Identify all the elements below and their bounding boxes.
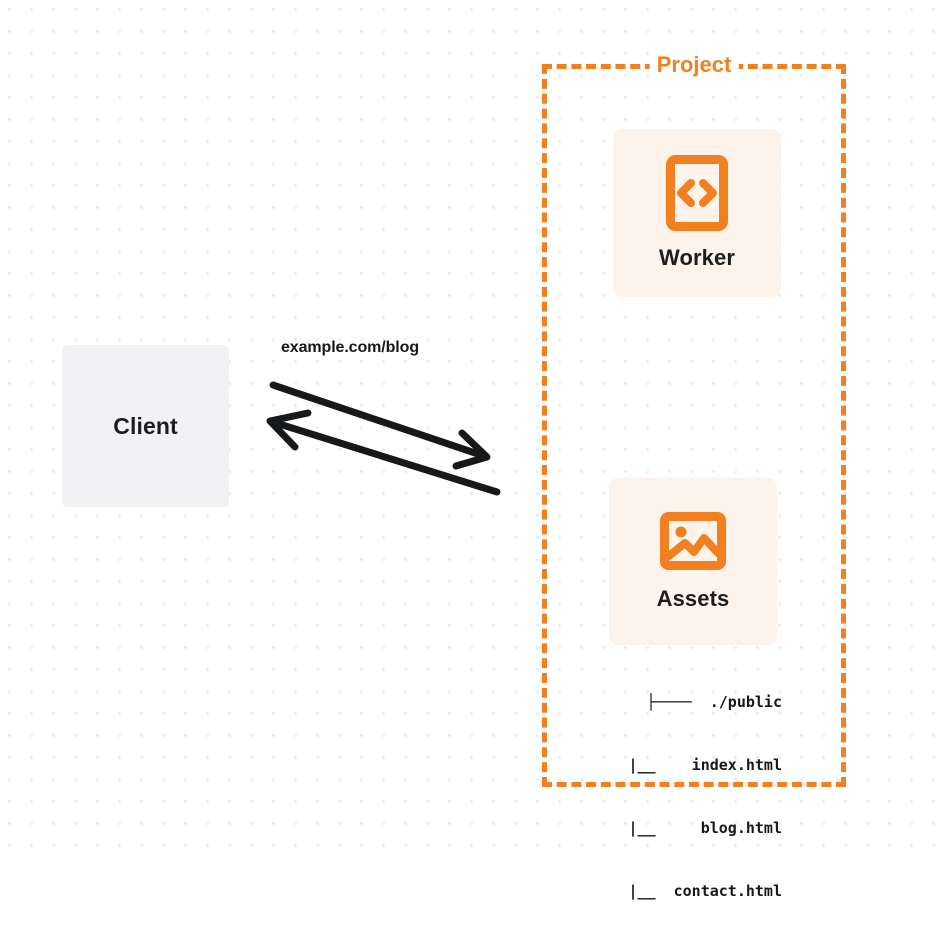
- assets-file-tree: ├──── ./public |__ index.html |__ blog.h…: [556, 650, 782, 944]
- project-boundary: Project: [542, 52, 846, 787]
- file-tree-row: |__ index.html: [601, 756, 782, 774]
- assets-card[interactable]: Assets: [609, 478, 777, 645]
- image-icon: [660, 511, 726, 570]
- client-node-label: Client: [113, 412, 178, 439]
- assets-card-label: Assets: [656, 585, 730, 611]
- response-arrow-icon: [266, 409, 501, 496]
- worker-card-label: Worker: [659, 245, 735, 270]
- diagram-canvas: Client example.com/blog Project Worker: [0, 0, 938, 900]
- code-file-icon: [666, 155, 728, 231]
- request-url-label: example.com/blog: [281, 339, 419, 356]
- request-arrow-icon: [269, 381, 491, 470]
- project-title: Project: [649, 52, 739, 78]
- worker-card[interactable]: Worker: [613, 129, 781, 297]
- file-tree-row: |__ contact.html: [601, 882, 782, 900]
- file-tree-row: ├──── ./public: [646, 693, 782, 711]
- file-tree-row: |__ blog.html: [601, 819, 782, 837]
- client-node[interactable]: Client: [62, 345, 229, 507]
